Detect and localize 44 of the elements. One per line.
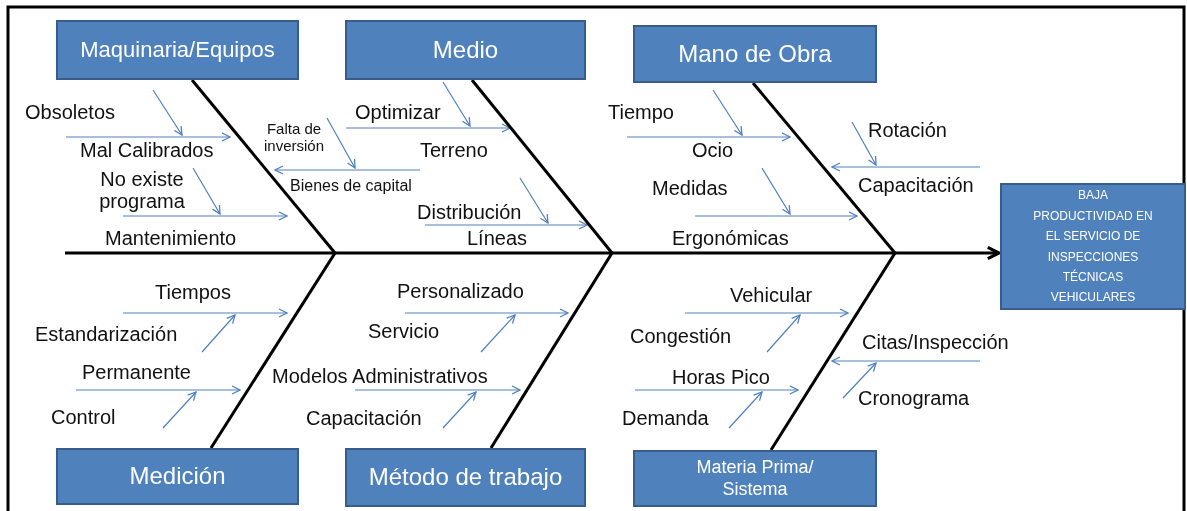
cause-label: Distribución bbox=[417, 201, 522, 223]
category-box: Materia Prima/ Sistema bbox=[633, 450, 877, 507]
cause-label: Mal Calibrados bbox=[80, 139, 214, 161]
cause-label: Citas/Inspección bbox=[862, 331, 1009, 353]
category-box: Medición bbox=[56, 448, 299, 505]
cause-label: Medidas bbox=[652, 177, 728, 199]
fishbone-branch bbox=[489, 252, 614, 449]
cause-label: Modelos Administrativos bbox=[272, 365, 488, 387]
cause-label: Servicio bbox=[368, 320, 440, 342]
cause-label: No existe programa bbox=[98, 168, 186, 212]
cause-label: Horas Pico bbox=[672, 366, 770, 388]
cause-label: Control bbox=[51, 406, 116, 428]
cause-label: Tiempos bbox=[155, 281, 231, 303]
cause-label: Ocio bbox=[692, 139, 734, 161]
cause-label: Demanda bbox=[622, 407, 709, 429]
cause-label: Personalizado bbox=[397, 280, 524, 302]
cause-label: Permanente bbox=[82, 361, 191, 383]
cause-label: Falta de inversión bbox=[263, 120, 325, 154]
cause-label: Tiempo bbox=[608, 101, 674, 123]
cause-label: Congestión bbox=[630, 325, 732, 347]
cause-label: Bienes de capital bbox=[290, 177, 412, 195]
cause-label: Optimizar bbox=[355, 101, 441, 123]
fishbone-branch bbox=[470, 79, 614, 254]
category-box: Mano de Obra bbox=[633, 25, 877, 83]
category-box: Maquinaria/Equipos bbox=[56, 20, 299, 80]
cause-label: Capacitación bbox=[306, 407, 422, 429]
fishbone-branch bbox=[769, 252, 897, 451]
cause-label: Cronograma bbox=[858, 387, 970, 409]
cause-label: Terreno bbox=[420, 139, 488, 161]
effect-box: BAJA PRODUCTIVIDAD EN EL SERVICIO DE INSPECCIONES TÉCNICAS VEHICULARES bbox=[1000, 183, 1186, 310]
category-box: Método de trabajo bbox=[345, 448, 586, 507]
cause-label: Líneas bbox=[467, 227, 528, 249]
spine-arrow bbox=[65, 245, 1001, 261]
fishbone-branch bbox=[190, 79, 337, 254]
cause-label: Estandarización bbox=[35, 323, 178, 345]
cause-label: Capacitación bbox=[858, 174, 974, 196]
cause-label: Ergonómicas bbox=[672, 227, 789, 249]
cause-label: Obsoletos bbox=[25, 101, 116, 123]
cause-label: Rotación bbox=[868, 119, 947, 141]
cause-label: Mantenimiento bbox=[105, 227, 237, 249]
category-box: Medio bbox=[345, 20, 586, 80]
fishbone-branch bbox=[209, 252, 337, 449]
fishbone-branch bbox=[751, 82, 897, 254]
cause-label: Vehicular bbox=[730, 284, 813, 306]
